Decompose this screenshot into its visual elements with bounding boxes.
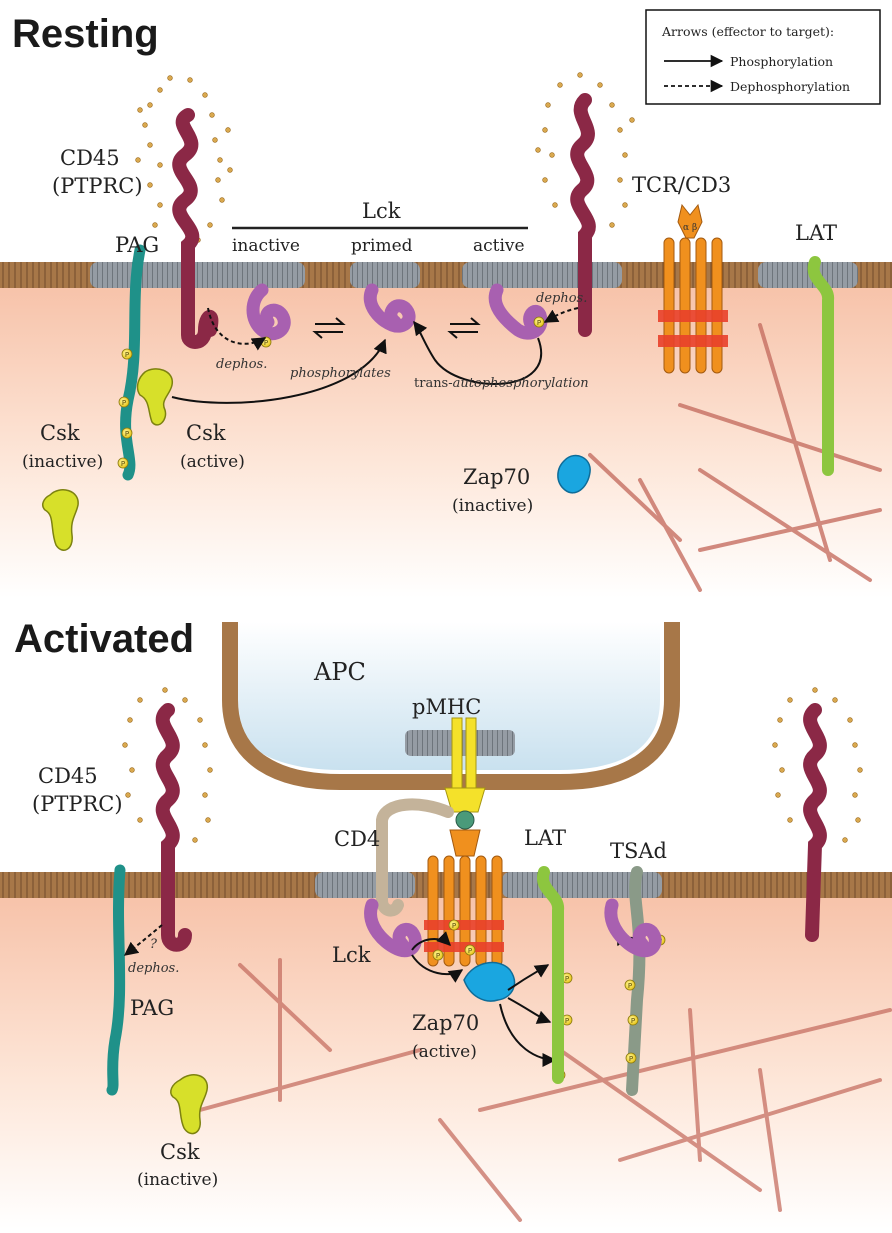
cd45-alias-activated: (PTPRC) bbox=[32, 792, 123, 816]
legend-phosphorylation: Phosphorylation bbox=[730, 54, 833, 69]
resting-panel: Resting Arrows (effector to target): Pho… bbox=[0, 9, 892, 598]
lipid-raft bbox=[350, 262, 420, 288]
zap70-active-name: Zap70 bbox=[412, 1011, 479, 1035]
tsad-shape bbox=[626, 866, 646, 1096]
csk-inactive-name: Csk bbox=[40, 421, 80, 445]
resting-heading: Resting bbox=[12, 12, 159, 56]
pag-label-resting: PAG bbox=[115, 233, 159, 257]
phospho-site bbox=[432, 949, 444, 961]
lipid-raft bbox=[758, 262, 858, 288]
lck-active-shape bbox=[488, 283, 548, 340]
phospho-site bbox=[625, 1052, 637, 1064]
phospho-site bbox=[627, 1014, 639, 1026]
phospho-site bbox=[533, 316, 545, 328]
apc-label: APC bbox=[313, 658, 366, 686]
actin-meshwork bbox=[588, 323, 882, 592]
tcr-cd3-complex bbox=[658, 203, 728, 374]
alpha-beta-label: α β bbox=[683, 223, 697, 233]
lck-inactive-shape bbox=[246, 283, 291, 341]
legend-title: Arrows (effector to target): bbox=[661, 24, 834, 39]
lck-activated-shape bbox=[364, 898, 422, 958]
cd4-shape bbox=[376, 798, 454, 917]
csk-active-shape bbox=[136, 368, 173, 426]
csk-activated-shape bbox=[170, 1074, 208, 1135]
zap70-active-state: (active) bbox=[412, 1042, 477, 1062]
glycan-tree bbox=[135, 75, 233, 243]
dephos-arrow-activated bbox=[123, 924, 163, 956]
pmhc-label: pMHC bbox=[412, 695, 481, 719]
lat-label-activated: LAT bbox=[524, 826, 566, 850]
tcr-label: TCR/CD3 bbox=[632, 173, 731, 197]
csk-active-state: (active) bbox=[180, 452, 245, 472]
dephos-label-left: dephos. bbox=[216, 357, 267, 372]
csk-active-name: Csk bbox=[186, 421, 226, 445]
phospho-site bbox=[260, 336, 272, 348]
question-mark: ? bbox=[150, 937, 158, 952]
lat-activated bbox=[537, 866, 564, 1084]
dephos-arrow-right bbox=[543, 307, 579, 323]
dephos-arrow-left bbox=[207, 307, 267, 351]
pag-label-activated: PAG bbox=[130, 996, 174, 1020]
zap70-resting-state: (inactive) bbox=[452, 496, 533, 516]
csk-activated-name: Csk bbox=[160, 1140, 200, 1164]
phosphorylates-label: phosphorylates bbox=[290, 366, 391, 381]
phospho-site bbox=[121, 427, 133, 439]
lck-label-resting: Lck bbox=[362, 199, 401, 223]
cd45-resting-right bbox=[535, 72, 635, 337]
cd4-label: CD4 bbox=[334, 827, 380, 851]
trans-italic: autophosphorylation bbox=[453, 376, 589, 391]
phospho-site bbox=[448, 919, 460, 931]
resting-cytoplasm bbox=[0, 288, 892, 598]
activated-heading: Activated bbox=[14, 617, 194, 661]
csk-inactive-shape bbox=[42, 489, 79, 551]
dephos-label-right: dephos. bbox=[536, 291, 587, 306]
cd45-label-activated: CD45 bbox=[38, 764, 98, 788]
lipid-raft bbox=[462, 262, 622, 288]
csk-activated-state: (inactive) bbox=[137, 1170, 218, 1190]
pmhc-tcr-complex bbox=[424, 717, 504, 967]
lck-tsad-shape bbox=[604, 898, 662, 958]
pag-activated bbox=[106, 864, 126, 1096]
apc-membrane bbox=[222, 622, 680, 790]
lipid-raft bbox=[90, 262, 305, 288]
cd45-resting-left bbox=[135, 75, 233, 349]
lipid-raft bbox=[315, 872, 415, 898]
lck-state-active: active bbox=[473, 236, 525, 256]
trans-prefix: trans- bbox=[414, 376, 453, 391]
legend-dephosphorylation: Dephosphorylation bbox=[730, 79, 850, 94]
cd45-activated-left bbox=[122, 687, 213, 952]
legend: Arrows (effector to target): Phosphoryla… bbox=[645, 9, 881, 105]
phospho-site bbox=[118, 396, 130, 408]
cd45-activated-right bbox=[772, 687, 863, 942]
phospho-site bbox=[464, 944, 476, 956]
pag-resting bbox=[120, 244, 146, 481]
actin-meshwork-activated bbox=[198, 958, 892, 1222]
phosphorylates-arrow bbox=[171, 338, 387, 404]
lck-primed-shape bbox=[363, 283, 416, 333]
lck-state-inactive: inactive bbox=[232, 236, 300, 256]
phospho-site bbox=[624, 979, 636, 991]
trans-autophos-label: trans-autophosphorylation bbox=[414, 376, 589, 391]
equilibrium-arrows bbox=[312, 317, 481, 339]
csk-inactive-state: (inactive) bbox=[22, 452, 103, 472]
peptide bbox=[455, 810, 475, 830]
cd45-label-resting: CD45 bbox=[60, 146, 120, 170]
lat-label-resting: LAT bbox=[795, 221, 837, 245]
apc-cell bbox=[230, 622, 660, 770]
phospho-site bbox=[117, 457, 129, 469]
zap70-resting-name: Zap70 bbox=[463, 465, 530, 489]
phospho-site bbox=[121, 348, 133, 360]
dephos-label-activated: dephos. bbox=[128, 961, 179, 976]
tsad-label: TSAd bbox=[610, 839, 667, 863]
cd45-alias-resting: (PTPRC) bbox=[52, 174, 143, 198]
lat-resting bbox=[807, 256, 834, 476]
lck-label-activated: Lck bbox=[332, 943, 371, 967]
lck-state-primed: primed bbox=[351, 236, 413, 256]
zap70-inactive-shape bbox=[557, 454, 591, 494]
autophos-arrow bbox=[413, 320, 542, 385]
activated-panel: APC pMHC Activated bbox=[0, 617, 892, 1229]
